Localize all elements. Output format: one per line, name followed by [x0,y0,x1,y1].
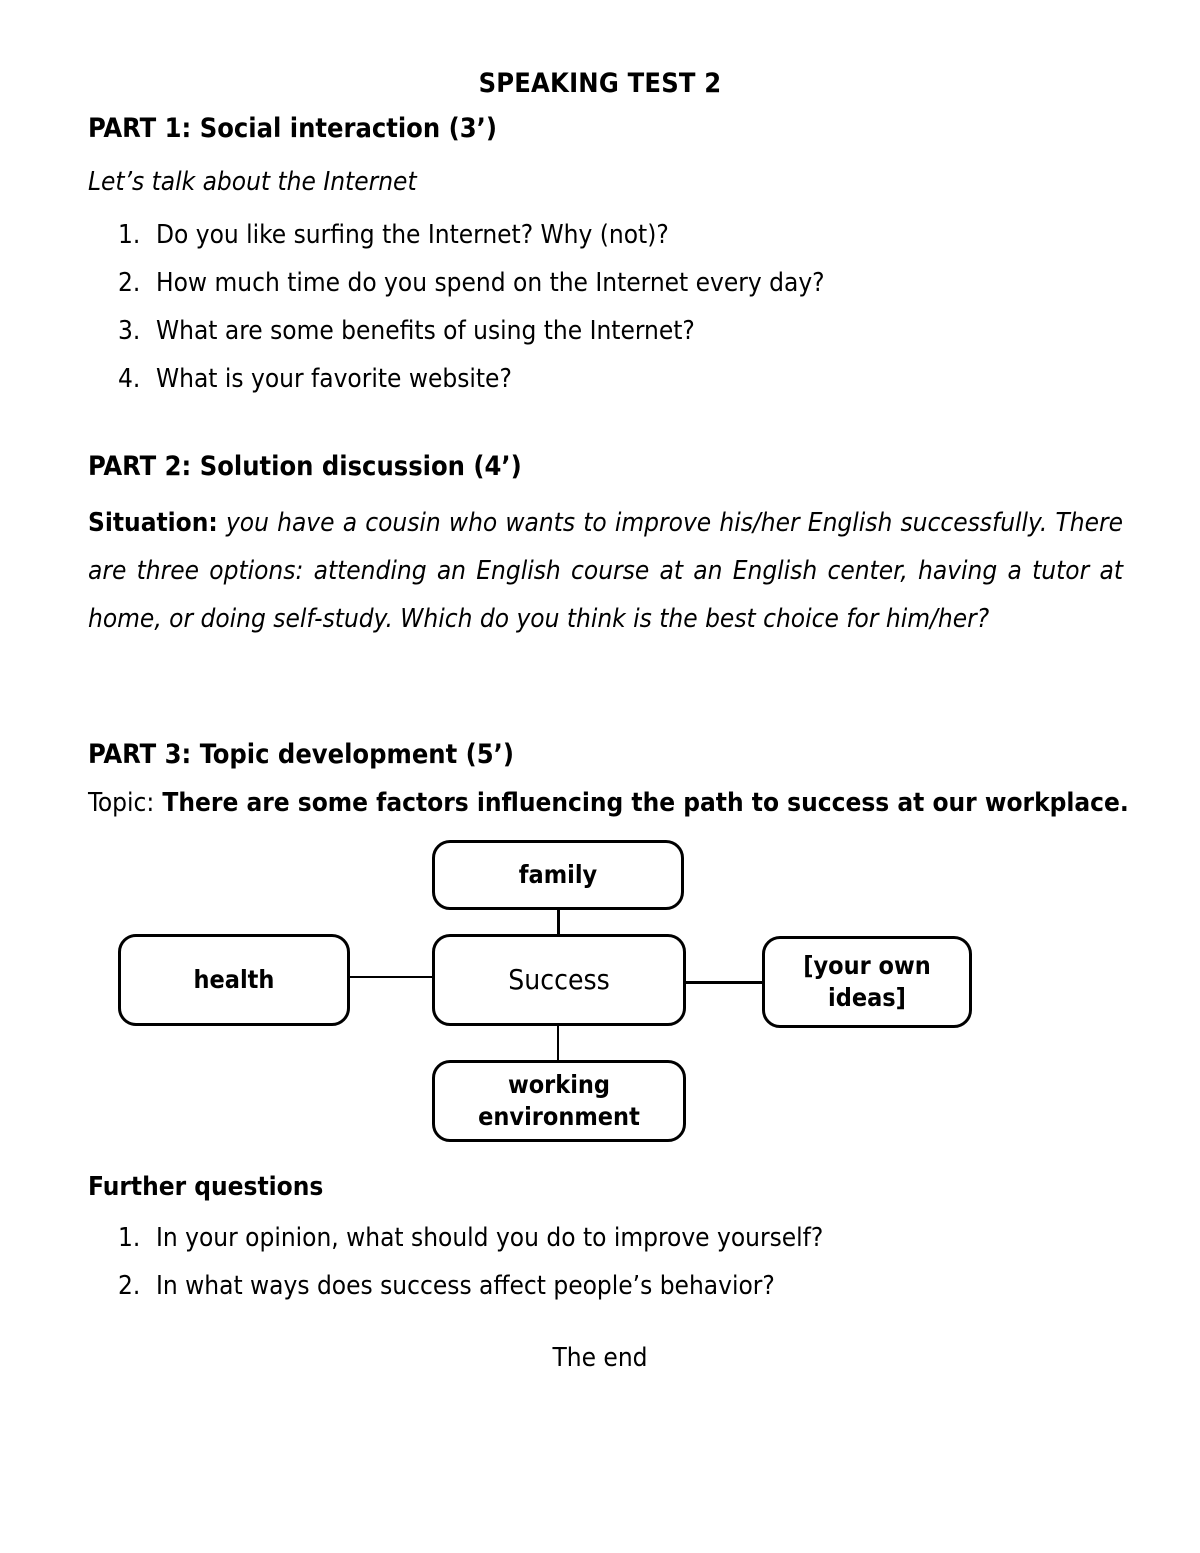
list-item-number: 2. [118,268,141,298]
list-item-label: What is your favorite website? [156,364,512,394]
connector-family-to-success [557,905,560,939]
list-item: 2. In what ways does success affect peopl… [118,1262,1118,1310]
topic-text: There are some factors influencing the p… [154,788,1129,818]
connector-success-to-working-environment [557,1021,559,1061]
topic-label: Topic: [88,788,155,818]
list-item-label: What are some benefits of using the Inte… [156,316,695,346]
node-success: Success [432,934,686,1026]
further-question-list: 1. In your opinion, what should you do to… [118,1214,1118,1310]
list-item: 2. How much time do you spend on the Inte… [118,259,1118,307]
node-health: health [118,934,350,1026]
part-2-situation: Situation: you have a cousin who wants t… [88,499,1123,643]
list-item-number: 2. [118,1271,141,1301]
part-3-heading: PART 3: Topic development (5’) [88,739,515,770]
connector-health-to-success [348,976,434,978]
list-item-label: Do you like surfing the Internet? Why (n… [156,220,669,250]
node-your-own-ideas: [your own ideas] [762,936,972,1028]
connector-success-to-own-ideas [686,981,764,984]
list-item-number: 1. [118,220,141,250]
page-title: SPEAKING TEST 2 [478,68,722,99]
part-1-lead: Let’s talk about the Internet [88,167,417,197]
situation-label: Situation: [88,508,218,538]
node-working-environment: working environment [432,1060,686,1142]
list-item: 1. In your opinion, what should you do to… [118,1214,1118,1262]
list-item: 1. Do you like surfing the Internet? Why … [118,211,1118,259]
node-family: family [432,840,684,910]
list-item-number: 1. [118,1223,141,1253]
end-note: The end [552,1343,648,1373]
situation-text: you have a cousin who wants to improve h… [88,508,1123,634]
list-item-number: 4. [118,364,141,394]
list-item-label: How much time do you spend on the Intern… [156,268,825,298]
further-questions-heading: Further questions [88,1172,324,1202]
part-1-question-list: 1. Do you like surfing the Internet? Why … [118,211,1118,403]
part-3-topic: Topic: There are some factors influencin… [88,788,1129,818]
part-2-heading: PART 2: Solution discussion (4’) [88,451,522,482]
list-item-label: In your opinion, what should you do to i… [156,1223,824,1253]
list-item: 3. What are some benefits of using the In… [118,307,1118,355]
list-item-number: 3. [118,316,141,346]
part-1-heading: PART 1: Social interaction (3’) [88,113,497,144]
list-item: 4. What is your favorite website? [118,355,1118,403]
list-item-label: In what ways does success affect people’… [156,1271,775,1301]
